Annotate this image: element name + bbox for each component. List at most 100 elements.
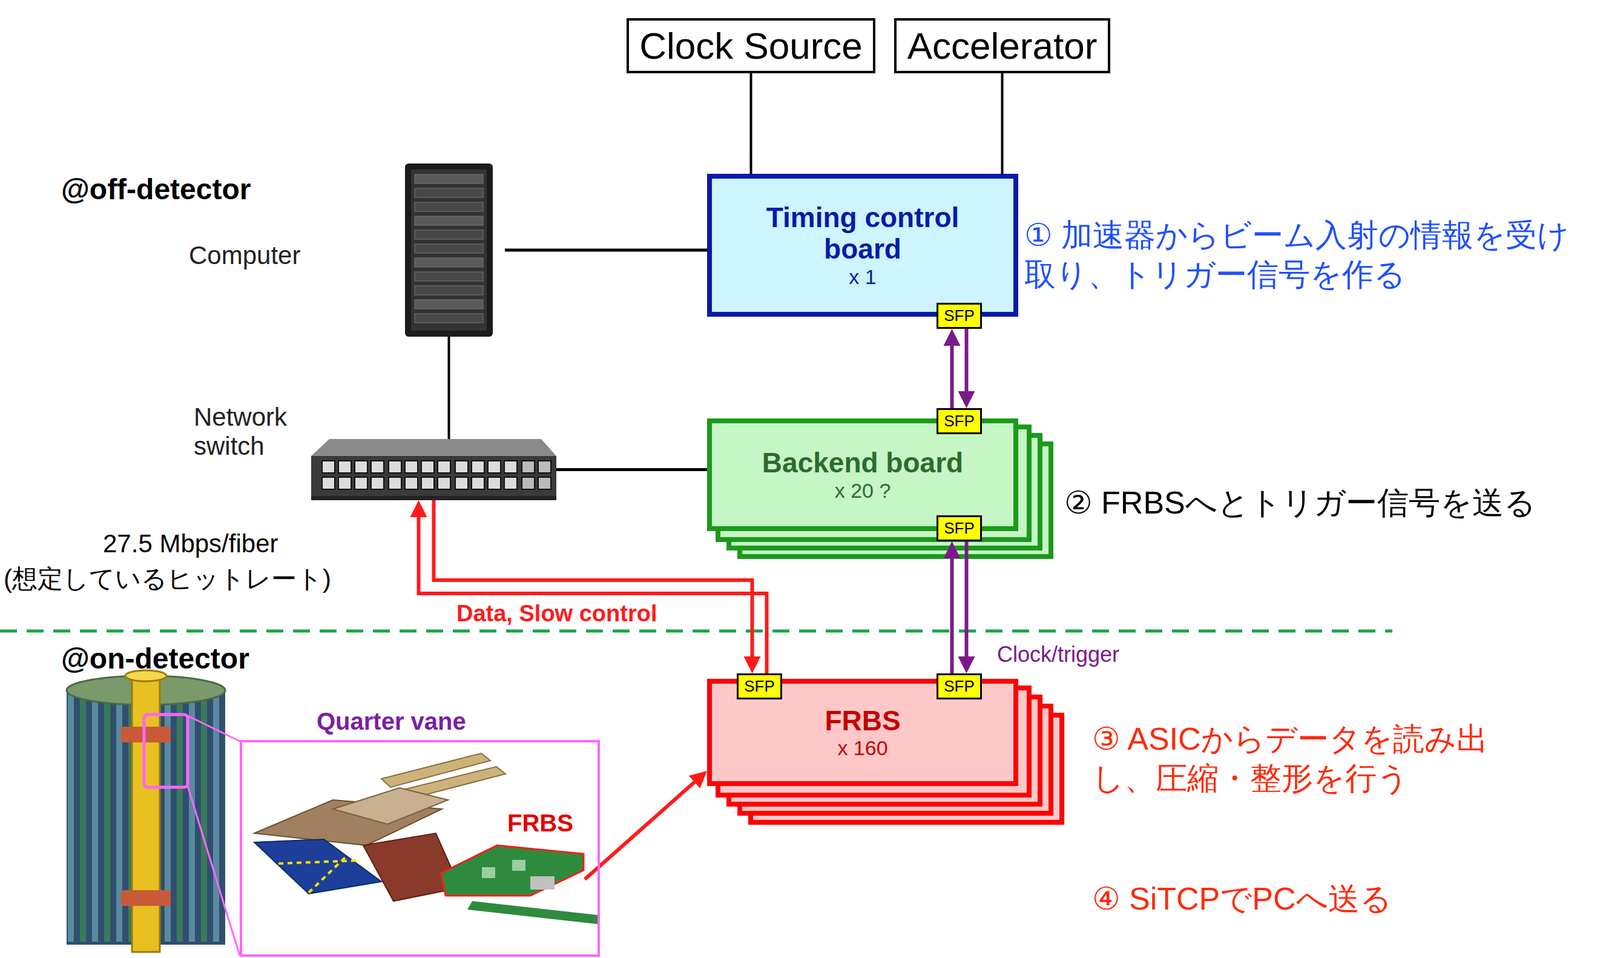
connector-line <box>964 541 969 660</box>
connector-line <box>556 467 708 471</box>
switch-port <box>388 460 402 473</box>
node-count: x 160 <box>837 736 888 760</box>
node-count: x 20 ? <box>834 478 892 503</box>
node-title: Timing control board <box>732 201 993 266</box>
rack-rows <box>414 174 484 323</box>
region-label: @on-detector <box>61 640 250 677</box>
switch-port <box>404 460 418 473</box>
rack-row <box>414 271 484 281</box>
node-count: x 1 <box>848 265 876 289</box>
connector-line <box>418 513 768 674</box>
switch-port <box>371 460 384 473</box>
edge-label: Clock/trigger <box>994 640 1122 668</box>
switch-port <box>487 460 501 473</box>
frbs-board: FRBS <box>439 806 585 898</box>
rack-row <box>414 174 484 184</box>
connector-line <box>750 73 753 174</box>
connector-line <box>950 342 955 409</box>
detector-fin <box>67 693 74 942</box>
connector <box>584 770 708 880</box>
switch-port <box>421 477 435 490</box>
region-label: @off-detector <box>61 171 251 208</box>
arrow-head <box>943 541 961 559</box>
switch-port <box>322 477 335 490</box>
vane-illustration <box>242 742 598 955</box>
source-box: Accelerator <box>894 18 1111 74</box>
sfp-port: SFP <box>736 673 783 700</box>
connector <box>556 469 708 470</box>
connector <box>448 336 450 439</box>
node-title: SFP <box>943 412 975 431</box>
connector-line <box>950 554 955 674</box>
connector-line <box>584 780 697 880</box>
connector-line <box>1001 73 1004 174</box>
detector-fin <box>104 693 111 942</box>
plate <box>332 787 448 824</box>
board-box: FRBSx 160 SFP SFP <box>707 678 1019 786</box>
switch-node: Network switch <box>311 438 557 501</box>
step-note: ① 加速器からビーム入射の情報を受け取り、トリガー信号を作る <box>1024 215 1597 295</box>
node-title: Quarter vane <box>316 707 467 735</box>
inset-frame: Quarter vaneFRBS <box>239 739 600 957</box>
switch-port <box>404 477 418 490</box>
arrow-head <box>688 770 708 789</box>
sfp-port: SFP <box>936 408 982 435</box>
detector-fin <box>188 693 195 942</box>
switch-ports <box>322 460 551 490</box>
connector <box>943 328 976 409</box>
switch-port <box>487 477 501 490</box>
switch-port <box>455 460 468 473</box>
connector <box>1001 73 1003 174</box>
arrow-head <box>943 328 961 346</box>
board-box: Timing control boardx 1SFP <box>707 173 1019 317</box>
connector-line <box>447 336 451 439</box>
leader-line <box>187 785 240 956</box>
switch-port <box>455 477 468 490</box>
sfp-port: SFP <box>936 515 982 542</box>
rack-front <box>411 169 487 331</box>
source-box: Clock Source <box>626 18 876 74</box>
boundary-line <box>0 629 1393 633</box>
switch-port <box>471 460 485 473</box>
connector <box>504 250 708 251</box>
rack-row <box>414 285 484 295</box>
rate-note: 27.5 Mbps/fiber <box>102 527 279 560</box>
node-title: Backend board <box>762 446 964 479</box>
switch-port <box>338 460 352 473</box>
arrow-head <box>958 391 976 409</box>
rack-row <box>414 313 484 323</box>
switch-port <box>354 460 368 473</box>
rack-row <box>414 216 484 226</box>
dotted-line <box>278 860 358 864</box>
connector-line <box>504 248 708 252</box>
rack-row <box>414 257 484 267</box>
connector-line <box>434 500 753 660</box>
rack-row <box>414 243 484 254</box>
switch-icon <box>311 438 557 501</box>
switch-port <box>504 460 517 473</box>
node-title: FRBS <box>507 808 574 837</box>
switch-port <box>388 477 402 490</box>
arrow-head <box>410 500 428 517</box>
detector-fin <box>176 693 183 942</box>
node-title: Computer <box>188 240 301 270</box>
switch-top <box>311 438 557 456</box>
chip <box>512 859 526 871</box>
node-title: SFP <box>744 677 775 696</box>
detector-illustration <box>66 670 240 956</box>
node-title: SFP <box>943 677 975 696</box>
switch-port <box>521 477 535 490</box>
connector-line <box>964 328 969 395</box>
step-note: ② FRBSへとトリガー信号を送る <box>1064 483 1536 523</box>
switch-port <box>421 460 435 473</box>
board-box: Backend boardx 20 ?SFPSFP <box>707 418 1019 531</box>
switch-port <box>322 460 335 473</box>
switch-port <box>338 477 352 490</box>
switch-port <box>354 477 368 490</box>
node-title: FRBS <box>824 704 901 737</box>
rack-row <box>414 230 484 240</box>
switch-port <box>521 460 535 473</box>
computer-node: Computer <box>392 163 505 337</box>
cable <box>467 900 598 924</box>
